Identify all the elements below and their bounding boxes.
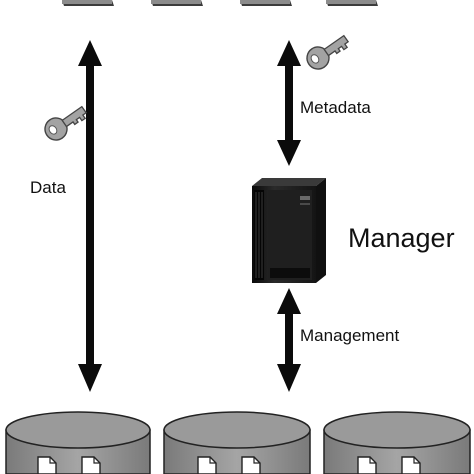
document-icon (357, 456, 377, 474)
data-double-arrow (78, 40, 102, 392)
server-tower-icon (252, 178, 326, 283)
client-box-icon (326, 0, 378, 6)
disk-cylinder-icon (5, 411, 151, 474)
key-icon (44, 105, 88, 141)
document-icon (37, 456, 57, 474)
document-icon (401, 456, 421, 474)
metadata-double-arrow (277, 40, 301, 166)
manager-label: Manager (348, 223, 455, 253)
document-icon (241, 456, 261, 474)
client-box-icon (240, 0, 292, 6)
metadata-label: Metadata (300, 98, 371, 117)
disk-cylinder-icon (323, 411, 471, 474)
disk-cylinder-icon (163, 411, 311, 474)
data-label: Data (30, 178, 66, 197)
management-label: Management (300, 326, 400, 345)
client-box-icon (62, 0, 114, 6)
key-icon (306, 34, 350, 70)
management-double-arrow (277, 288, 301, 392)
document-icon (197, 456, 217, 474)
document-icon (81, 456, 101, 474)
client-box-icon (151, 0, 203, 6)
